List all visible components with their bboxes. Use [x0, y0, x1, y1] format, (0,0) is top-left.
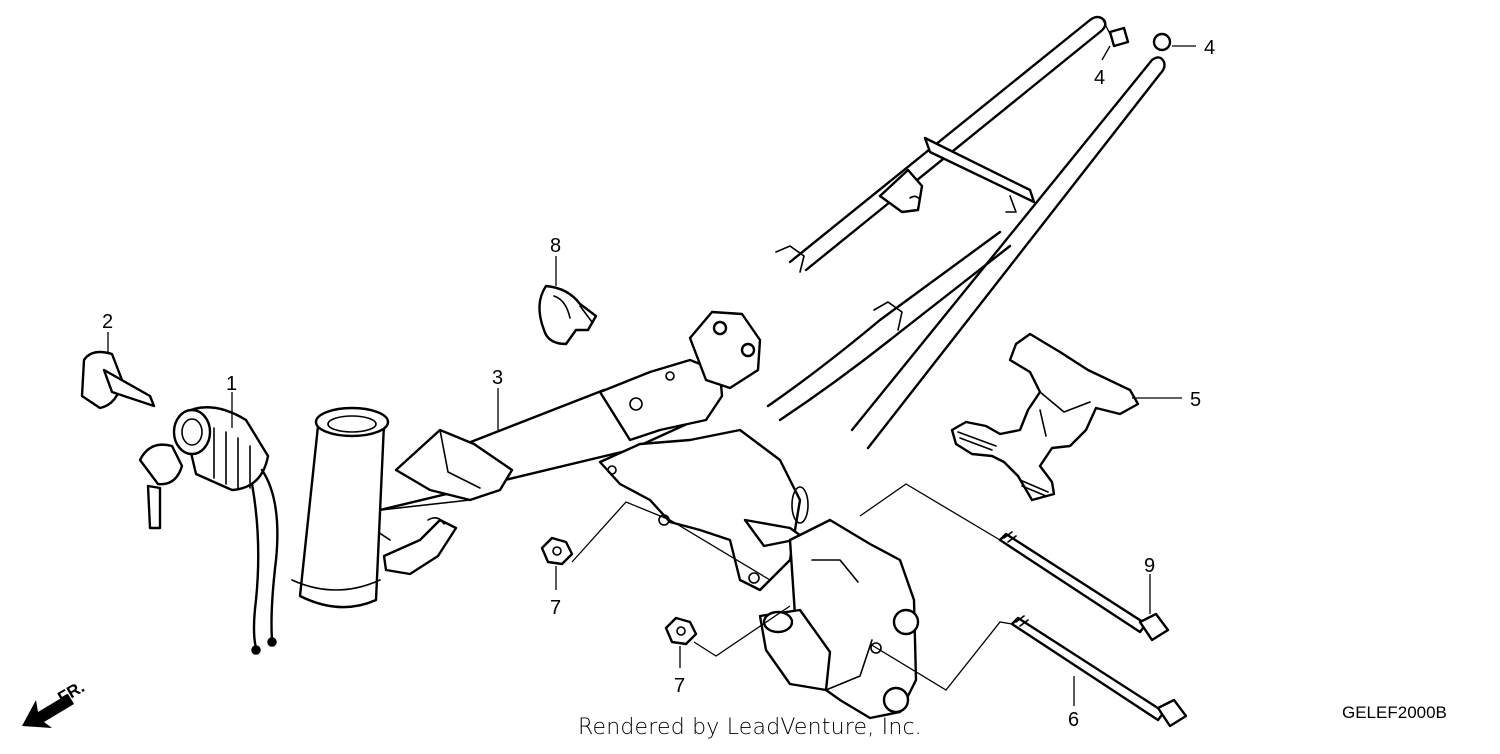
footrest-bracket[interactable] [950, 332, 1140, 502]
frame-body[interactable] [291, 15, 1166, 720]
nut-lower[interactable] [664, 616, 698, 646]
callout-2: 2 [102, 311, 113, 333]
callout-numbers: 1 2 3 4 4 5 6 7 7 8 9 [102, 37, 1215, 731]
callout-9: 9 [1144, 555, 1155, 577]
callout-4-upper: 4 [1204, 37, 1215, 59]
credit-text: Rendered by LeadVenture, Inc. [578, 715, 922, 740]
ignition-switch[interactable] [138, 406, 279, 655]
callout-4-lower: 4 [1094, 67, 1105, 89]
callout-8: 8 [550, 235, 561, 257]
bolt-9[interactable] [998, 531, 1170, 642]
nut-upper[interactable] [540, 536, 574, 566]
bolt-6[interactable] [1010, 615, 1188, 728]
callout-3: 3 [492, 367, 503, 389]
callout-6: 6 [1068, 709, 1079, 731]
callout-1: 1 [226, 373, 237, 395]
band-clamp[interactable] [538, 284, 598, 346]
callout-7-upper: 7 [550, 597, 561, 619]
leader-lines [107, 17, 1196, 706]
callout-5: 5 [1190, 389, 1201, 411]
spacer-pair[interactable] [1108, 26, 1172, 52]
callout-7-lower: 7 [674, 675, 685, 697]
front-arrow-icon: FR. [22, 677, 88, 728]
diagram-code: GELEF2000B [1342, 703, 1447, 722]
key-cover[interactable] [80, 350, 156, 410]
